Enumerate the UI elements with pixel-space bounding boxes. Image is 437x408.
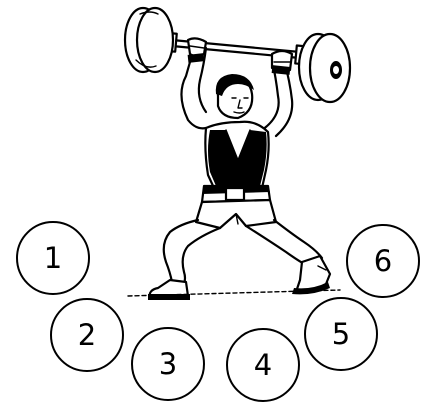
head <box>216 74 254 118</box>
option-1-circle[interactable] <box>17 222 89 294</box>
shorts <box>196 200 276 228</box>
option-4[interactable]: 4 <box>227 329 299 401</box>
option-2-circle[interactable] <box>51 299 123 371</box>
option-5[interactable]: 5 <box>305 298 377 370</box>
shoes <box>148 256 330 300</box>
option-6-circle[interactable] <box>347 225 419 297</box>
option-2[interactable]: 2 <box>51 299 123 371</box>
option-3[interactable]: 3 <box>132 328 204 400</box>
legs <box>164 220 322 284</box>
torso <box>205 122 268 188</box>
option-4-circle[interactable] <box>227 329 299 401</box>
option-circles: 1 2 3 4 5 6 <box>17 222 419 401</box>
left-weight-plates <box>125 8 173 72</box>
option-5-circle[interactable] <box>305 298 377 370</box>
right-weight-plates <box>299 34 350 102</box>
option-6[interactable]: 6 <box>347 225 419 297</box>
weightlifter-illustration <box>125 8 350 300</box>
option-1[interactable]: 1 <box>17 222 89 294</box>
option-3-circle[interactable] <box>132 328 204 400</box>
